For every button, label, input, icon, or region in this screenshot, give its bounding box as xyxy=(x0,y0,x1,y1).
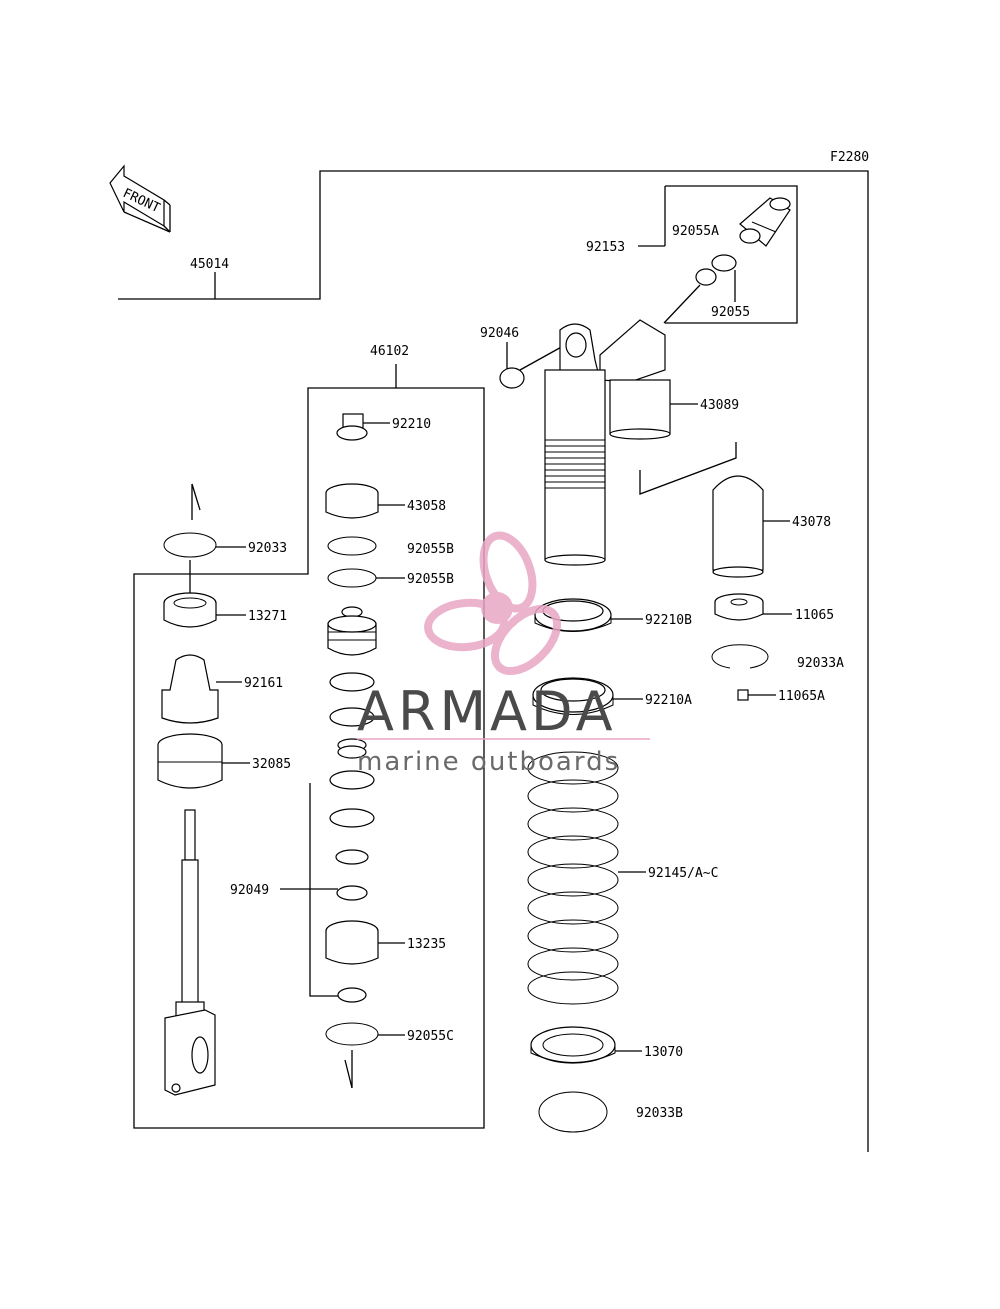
label-92153: 92153 xyxy=(586,240,625,255)
shock-body xyxy=(544,319,671,566)
shim-1 xyxy=(329,672,375,692)
shim-stack xyxy=(337,738,367,759)
bladder-11065 xyxy=(714,593,764,621)
label-11065A: 11065A xyxy=(778,689,825,704)
label-13271: 13271 xyxy=(248,609,287,624)
label-92055B-2: 92055B xyxy=(407,572,454,587)
bushing-43058 xyxy=(325,483,379,519)
label-92055B-1: 92055B xyxy=(407,542,454,557)
label-45014: 45014 xyxy=(190,257,229,272)
shim-4 xyxy=(329,808,375,828)
cap-32085 xyxy=(157,733,223,789)
label-92049: 92049 xyxy=(230,883,269,898)
label-92210B: 92210B xyxy=(645,613,692,628)
ring-92033B xyxy=(538,1091,608,1133)
label-92210A: 92210A xyxy=(645,693,692,708)
shaft-clevis xyxy=(164,809,216,1096)
assembly-box-46102 xyxy=(133,364,485,1129)
assembly-bracket-45014 xyxy=(118,170,869,1152)
nut-92210A xyxy=(532,677,614,715)
label-92055: 92055 xyxy=(711,305,750,320)
shim-3 xyxy=(329,770,375,790)
label-92033: 92033 xyxy=(248,541,287,556)
bearing-92046 xyxy=(499,367,525,389)
label-43058: 43058 xyxy=(407,499,446,514)
ring-92033 xyxy=(163,532,217,558)
cap-11065A xyxy=(737,689,749,701)
washer-top xyxy=(336,425,368,441)
seal-13235 xyxy=(325,920,379,965)
label-13070: 13070 xyxy=(644,1045,683,1060)
circlip-92033A xyxy=(711,644,769,669)
oring-92055 xyxy=(711,254,737,272)
label-92055A: 92055A xyxy=(672,224,719,239)
shim-2 xyxy=(329,707,375,727)
label-92033B: 92033B xyxy=(636,1106,683,1121)
nut-92210B xyxy=(534,598,612,632)
bushing-13271 xyxy=(163,592,217,628)
reservoir-cap-43078 xyxy=(712,475,764,571)
label-43089: 43089 xyxy=(700,398,739,413)
label-92033A: 92033A xyxy=(797,656,844,671)
oring-92055C xyxy=(325,1022,379,1046)
watermark-brand: ARMADA xyxy=(357,680,617,743)
subassembly-box xyxy=(665,185,798,324)
adjuster-part xyxy=(739,197,791,247)
shim-5 xyxy=(335,849,369,865)
oring-92055A xyxy=(695,268,717,286)
bump-stop-92161 xyxy=(161,654,219,724)
piston-assembly xyxy=(327,606,377,656)
label-11065: 11065 xyxy=(795,608,834,623)
oring-92055B-2 xyxy=(327,568,377,588)
label-92210: 92210 xyxy=(392,417,431,432)
label-32085: 32085 xyxy=(252,757,291,772)
watermark-tagline: marine outboards xyxy=(357,747,620,777)
front-arrow-icon: FRONT xyxy=(109,164,171,233)
label-92145: 92145/A~C xyxy=(648,866,718,881)
shim-92049 xyxy=(336,885,368,901)
label-92055C: 92055C xyxy=(407,1029,454,1044)
label-46102: 46102 xyxy=(370,344,409,359)
figure-code: F2280 xyxy=(830,150,869,165)
label-92161: 92161 xyxy=(244,676,283,691)
bumper-washer xyxy=(337,987,367,1003)
oring-92055B-1 xyxy=(327,536,377,556)
label-43078: 43078 xyxy=(792,515,831,530)
spring-92145 xyxy=(527,751,619,1005)
watermark-logo-icon xyxy=(424,531,562,676)
seat-13070 xyxy=(530,1026,616,1064)
label-92046: 92046 xyxy=(480,326,519,341)
label-13235: 13235 xyxy=(407,937,446,952)
